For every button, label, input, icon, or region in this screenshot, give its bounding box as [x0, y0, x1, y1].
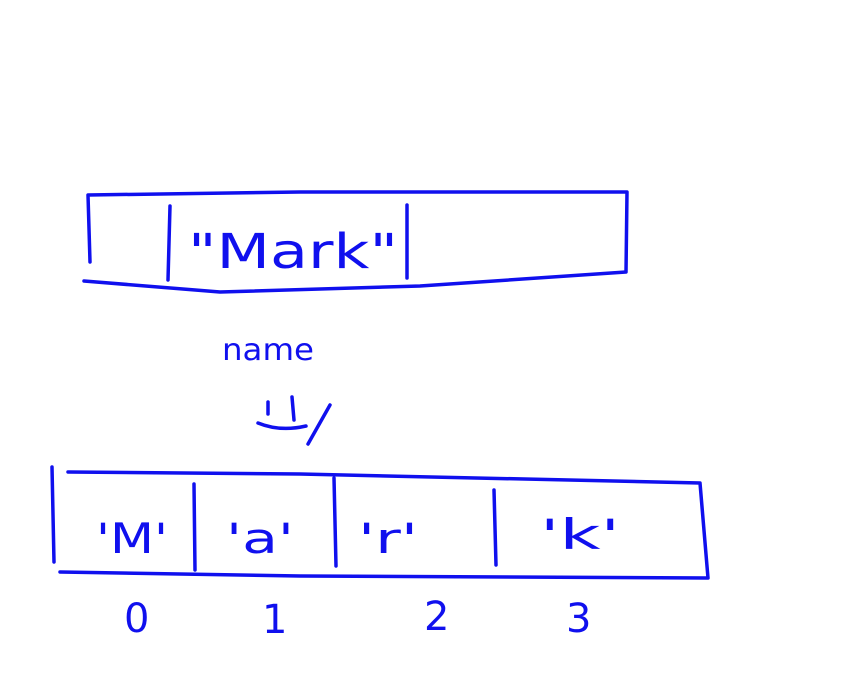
equals-arrow-icon: [256, 395, 332, 446]
memory-strip-outline: [82, 190, 629, 294]
char-cell: 'M': [96, 514, 168, 563]
char-cell: 'a': [226, 514, 294, 563]
char-cell: 'r': [358, 514, 418, 563]
index-label: 3: [566, 596, 591, 642]
index-label: 1: [262, 597, 287, 643]
char-array-divider: [192, 482, 197, 572]
char-cell: 'k': [540, 510, 620, 559]
memory-cell-value: "Mark": [188, 224, 398, 280]
variable-name-label: name: [222, 333, 314, 368]
index-labels: 0 1 2 3: [124, 594, 591, 643]
index-label: 0: [124, 596, 149, 642]
memory-cell-divider: [166, 204, 172, 282]
char-array: 'M' 'a' 'r' 'k': [50, 465, 710, 580]
index-label: 2: [424, 594, 449, 640]
memory-strip: "Mark": [82, 190, 629, 294]
char-array-outline: [50, 465, 710, 580]
char-array-divider: [492, 488, 498, 567]
char-array-divider: [332, 476, 338, 568]
